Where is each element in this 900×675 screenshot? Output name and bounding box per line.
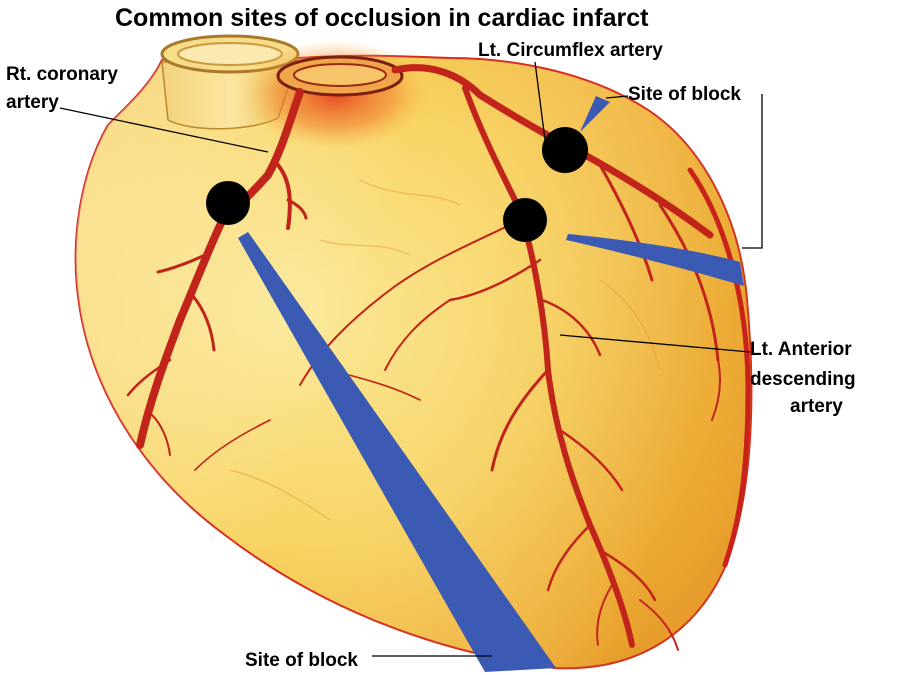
lad-branch-5 <box>546 523 592 592</box>
leader-lines <box>59 61 763 657</box>
apex-branch <box>639 599 679 651</box>
rca-branch-6 <box>151 414 171 456</box>
heart-shading <box>75 55 752 669</box>
heart-right-rim <box>687 167 751 568</box>
diagonal-branch-4 <box>194 419 271 471</box>
label-rt-coronary-line2: artery <box>6 92 59 113</box>
circumflex-branch-2 <box>658 203 720 362</box>
infarct-zone-rca <box>238 232 556 672</box>
circumflex-branch-1 <box>598 163 654 282</box>
rca-branch-1 <box>276 163 292 230</box>
lad-branch-1 <box>448 258 542 302</box>
right-coronary-artery <box>136 88 304 449</box>
infarct-zone-lad <box>566 234 744 286</box>
lad-branch-3 <box>490 368 550 472</box>
lad-branch-2 <box>540 298 602 357</box>
aorta-inner <box>293 63 387 87</box>
surface-contours <box>229 179 661 521</box>
leader-rca <box>59 107 269 153</box>
leader-lad <box>559 334 751 353</box>
infarct-zone-circumflex <box>580 96 610 132</box>
leader-block-top <box>605 95 629 99</box>
leader-circumflex <box>534 61 546 141</box>
block-dot-circumflex <box>542 127 588 173</box>
label-lt-anterior-line3: artery <box>790 396 843 417</box>
rca-branch-3 <box>156 253 207 274</box>
label-site-of-block-bottom: Site of block <box>245 650 358 671</box>
lad-branch-4 <box>558 428 624 492</box>
rca-branch-2 <box>286 198 308 220</box>
lad-branch-7 <box>596 584 613 646</box>
label-lt-anterior-line1: Lt. Anterior <box>750 339 852 360</box>
leader-block-top-bracket <box>742 94 763 249</box>
label-lt-anterior-line2: descending <box>750 369 856 390</box>
rca-branch-5 <box>126 358 172 397</box>
block-dot-rca <box>206 181 250 225</box>
label-lt-circumflex: Lt. Circumflex artery <box>478 40 663 61</box>
label-site-of-block-top: Site of block <box>628 84 741 105</box>
block-dot-lad <box>503 198 547 242</box>
lad-branch-6 <box>598 548 657 602</box>
diagonal-branch-2 <box>384 299 451 371</box>
left-main-artery <box>391 64 484 99</box>
circumflex-branch-3 <box>711 359 721 421</box>
diagram-title: Common sites of occlusion in cardiac inf… <box>115 4 649 32</box>
rca-branch-4 <box>190 293 216 352</box>
label-rt-coronary-line1: Rt. coronary <box>6 64 118 85</box>
